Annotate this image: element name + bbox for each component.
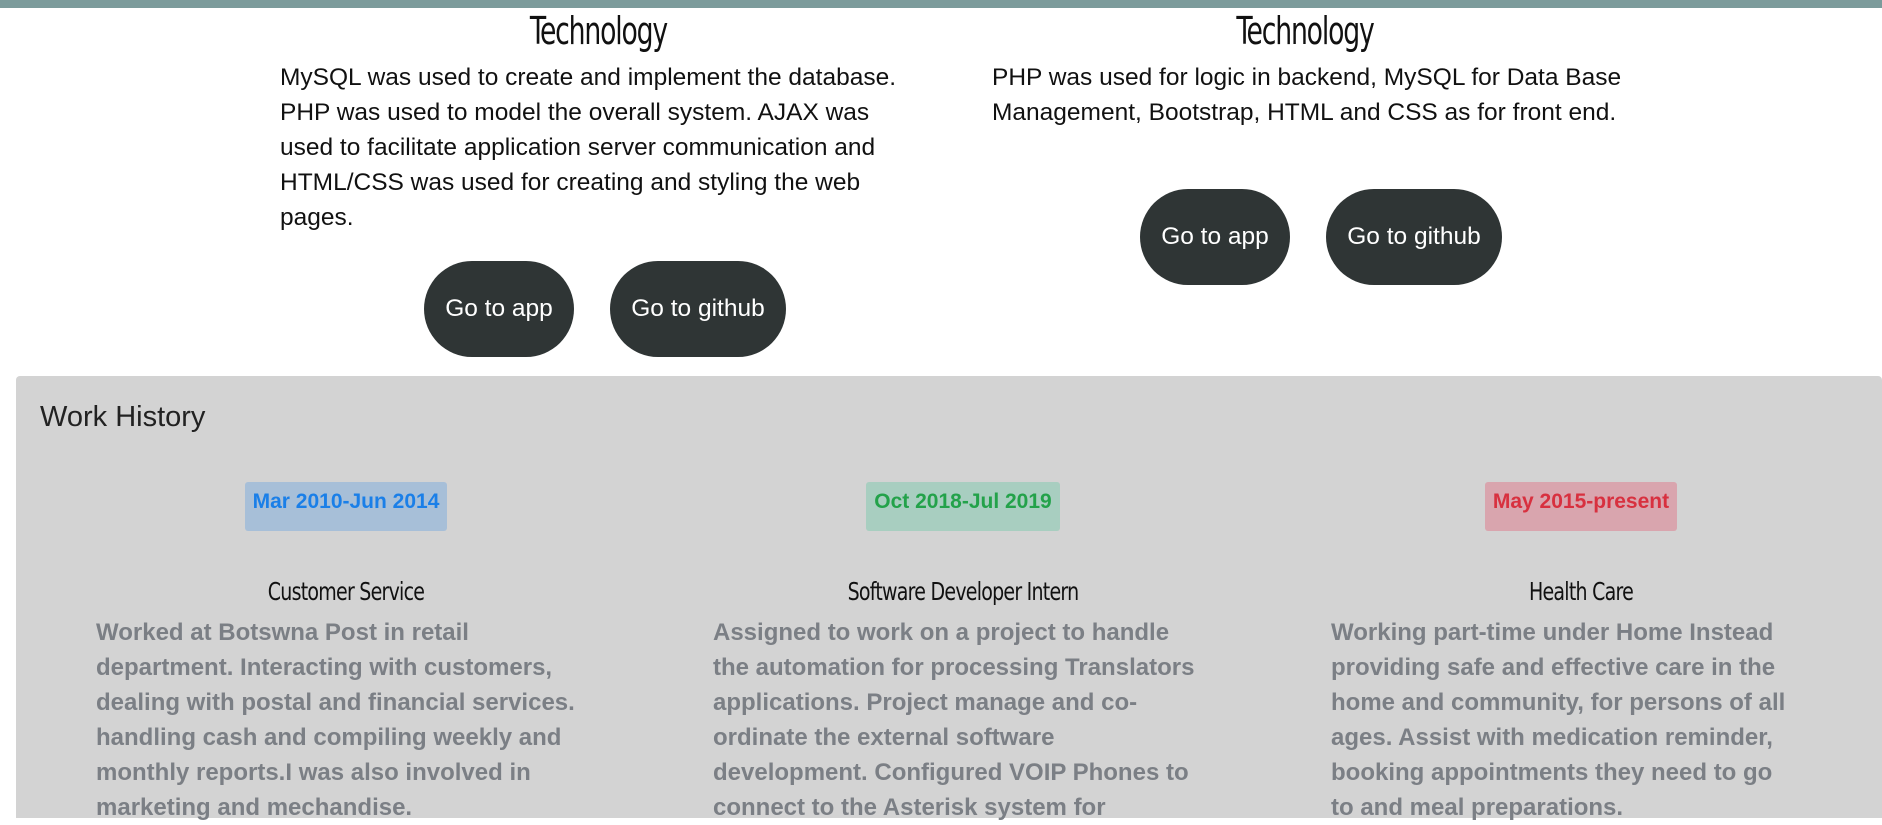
top-accent-bar [0,0,1882,8]
project-card-1: Technology MySQL was used to create and … [280,8,920,235]
job-card: May 2015-present Health Care Working par… [1331,482,1831,825]
job-description: Assigned to work on a project to handle … [713,619,1195,821]
job-description: Working part-time under Home Instead pro… [1331,619,1786,821]
project-1-actions: Go to app Go to github [424,261,786,357]
go-to-app-button[interactable]: Go to app [424,261,574,357]
project-1-heading: Technology [529,9,668,53]
job-card: Mar 2010-Jun 2014 Customer Service Worke… [96,482,596,825]
job-title: Health Care [1528,577,1634,606]
project-2-description: PHP was used for logic in backend, MySQL… [992,64,1622,126]
work-history-title: Work History [40,401,206,433]
project-1-description: MySQL was used to create and implement t… [280,64,897,231]
date-badge: Mar 2010-Jun 2014 [244,482,448,531]
project-2-heading: Technology [1236,9,1374,53]
go-to-github-button[interactable]: Go to github [1326,189,1502,285]
work-history-section: Work History Mar 2010-Jun 2014 Customer … [16,376,1882,821]
project-card-2: Technology PHP was used for logic in bac… [992,8,1642,130]
go-to-app-button[interactable]: Go to app [1140,189,1290,285]
job-title: Software Developer Intern [847,577,1080,606]
job-title: Customer Service [267,577,425,606]
date-badge: Oct 2018-Jul 2019 [866,482,1060,531]
date-badge: May 2015-present [1484,482,1678,531]
job-card: Oct 2018-Jul 2019 Software Developer Int… [713,482,1213,825]
go-to-github-button[interactable]: Go to github [610,261,786,357]
job-description: Worked at Botswna Post in retail departm… [96,619,575,821]
project-2-actions: Go to app Go to github [1140,189,1502,285]
